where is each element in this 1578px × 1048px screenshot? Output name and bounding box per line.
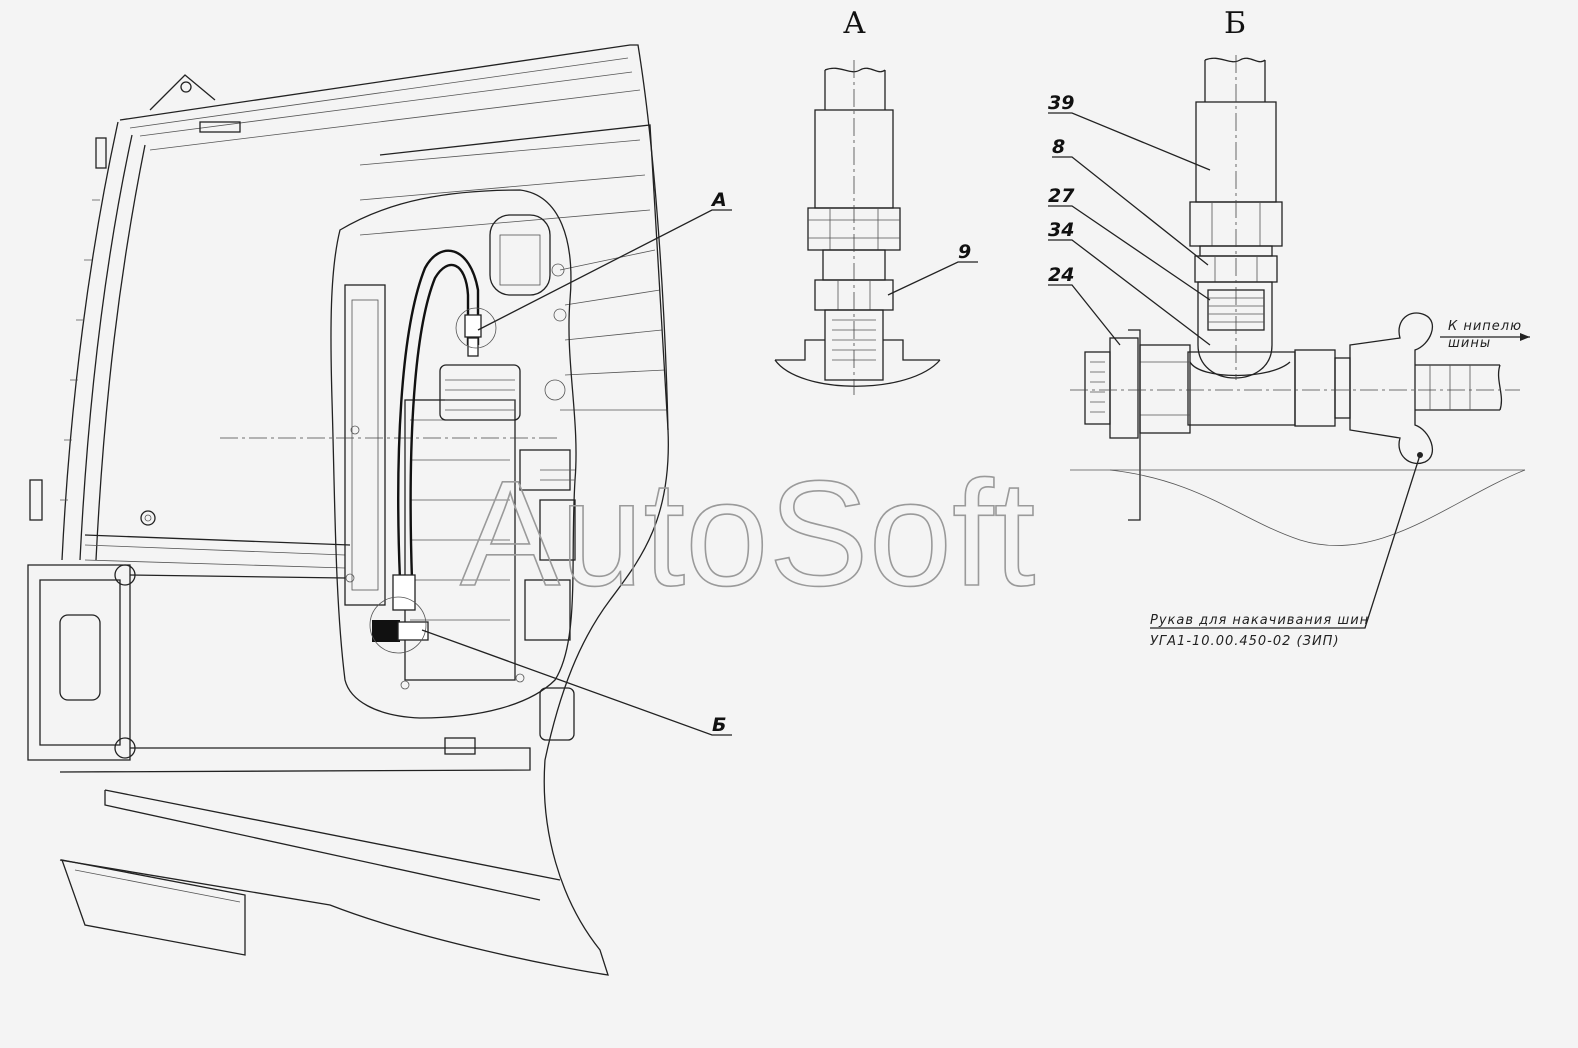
- callout-main-a: А: [477, 189, 732, 331]
- note-inflation-hose: Рукав для накачивания шин УГА1-10.00.450…: [1150, 452, 1423, 649]
- callout-main-b: Б: [421, 629, 732, 736]
- callout-b-24: 24: [1048, 264, 1121, 346]
- view-a: А: [774, 6, 941, 395]
- note-tire-nipple: К нипелю шины: [1440, 319, 1530, 351]
- cab-side-view: [27, 44, 669, 976]
- arrow-head-icon: [1520, 333, 1530, 341]
- note-nipple-line1: К нипелю: [1448, 319, 1522, 334]
- callout-a-9-label: 9: [958, 241, 971, 263]
- callout-main-b-label: Б: [712, 714, 726, 736]
- callout-a-9: 9: [887, 241, 978, 296]
- callout-b-39-label: 39: [1048, 92, 1074, 114]
- callout-b-8-label: 8: [1052, 136, 1065, 158]
- callout-b-34: 34: [1048, 219, 1211, 346]
- engine-cutout: [220, 189, 577, 719]
- callout-main-a-label: А: [710, 189, 727, 211]
- watermark: AutoSoft: [460, 449, 1035, 617]
- callout-b-39: 39: [1048, 92, 1211, 171]
- callout-b-8: 8: [1052, 136, 1209, 266]
- view-b: Б: [1070, 6, 1526, 546]
- view-b-title: Б: [1224, 6, 1246, 41]
- note-hose-line2: УГА1-10.00.450-02 (ЗИП): [1150, 634, 1340, 649]
- callout-b-27-label: 27: [1048, 185, 1075, 207]
- note-nipple-line2: шины: [1448, 336, 1491, 351]
- callout-b-34-label: 34: [1048, 219, 1074, 241]
- callout-b-24-label: 24: [1048, 264, 1074, 286]
- callout-b-27: 27: [1048, 185, 1211, 301]
- note-hose-line1: Рукав для накачивания шин: [1150, 613, 1369, 628]
- view-a-title: А: [843, 6, 866, 41]
